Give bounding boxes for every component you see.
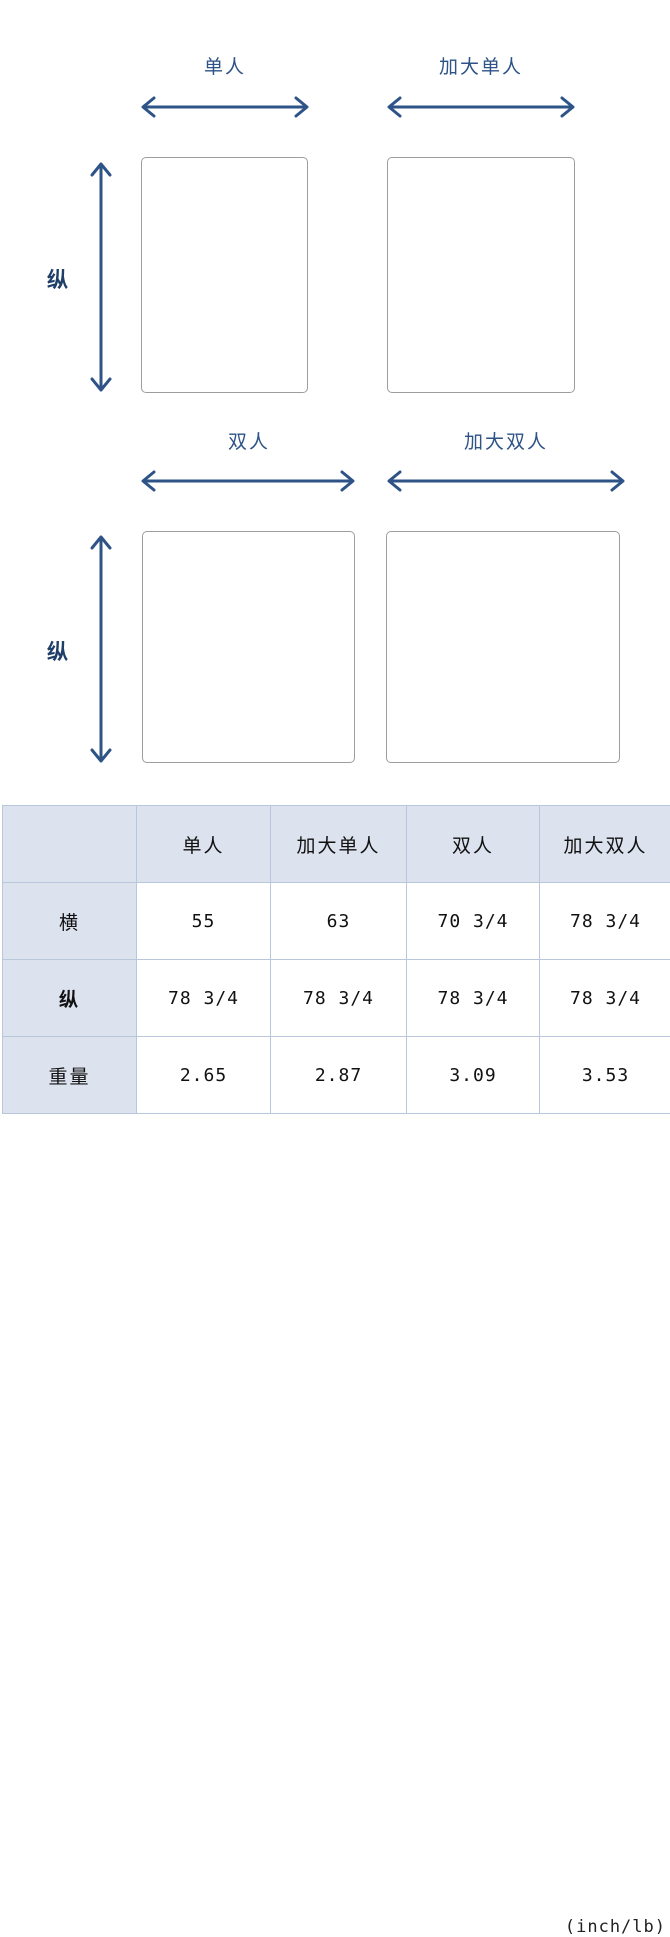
cell-length-super-single: 78 3/4 <box>271 960 407 1037</box>
width-arrow-double <box>139 470 357 492</box>
cell-weight-super-single: 2.87 <box>271 1037 407 1114</box>
height-arrow-top <box>90 160 112 394</box>
row-header-weight: 重量 <box>3 1037 137 1114</box>
table-row: 横 55 63 70 3/4 78 3/4 <box>3 883 670 960</box>
cell-width-single: 55 <box>137 883 271 960</box>
size-label-double: 双人 <box>142 427 356 454</box>
mattress-size-diagram: 单人 加大单人 纵 双人 加大双人 <box>0 0 670 790</box>
table-header-super-single: 加大单人 <box>271 806 407 883</box>
cell-width-super-single: 63 <box>271 883 407 960</box>
mattress-rect-single <box>141 157 308 393</box>
cell-length-double: 78 3/4 <box>407 960 540 1037</box>
width-arrow-single <box>139 96 311 118</box>
width-arrow-queen <box>385 470 627 492</box>
size-label-super-single: 加大单人 <box>386 52 576 79</box>
size-spec-table: 单人 加大单人 双人 加大双人 横 55 63 70 3/4 78 3/4 纵 … <box>2 805 666 1114</box>
height-arrow-bottom <box>90 533 112 765</box>
cell-width-double: 70 3/4 <box>407 883 540 960</box>
mattress-rect-queen <box>386 531 620 763</box>
mattress-rect-double <box>142 531 355 763</box>
cell-weight-single: 2.65 <box>137 1037 271 1114</box>
table-header-queen: 加大双人 <box>540 806 670 883</box>
cell-width-queen: 78 3/4 <box>540 883 670 960</box>
mattress-rect-super-single <box>387 157 575 393</box>
table-header-row: 单人 加大单人 双人 加大双人 <box>3 806 670 883</box>
row-header-width: 横 <box>3 883 137 960</box>
row-header-length: 纵 <box>3 960 137 1037</box>
cell-length-single: 78 3/4 <box>137 960 271 1037</box>
width-arrow-super-single <box>385 96 577 118</box>
table-row: 纵 78 3/4 78 3/4 78 3/4 78 3/4 <box>3 960 670 1037</box>
cell-length-queen: 78 3/4 <box>540 960 670 1037</box>
table-header-single: 单人 <box>137 806 271 883</box>
table-corner-cell <box>3 806 137 883</box>
table-header-double: 双人 <box>407 806 540 883</box>
unit-note: (inch/lb) <box>2 1917 666 1937</box>
size-label-queen: 加大双人 <box>386 427 626 454</box>
axis-label-vertical-bottom: 纵 <box>38 636 78 666</box>
size-label-single: 单人 <box>140 52 310 79</box>
cell-weight-double: 3.09 <box>407 1037 540 1114</box>
table-row: 重量 2.65 2.87 3.09 3.53 <box>3 1037 670 1114</box>
axis-label-vertical-top: 纵 <box>38 264 78 294</box>
cell-weight-queen: 3.53 <box>540 1037 670 1114</box>
